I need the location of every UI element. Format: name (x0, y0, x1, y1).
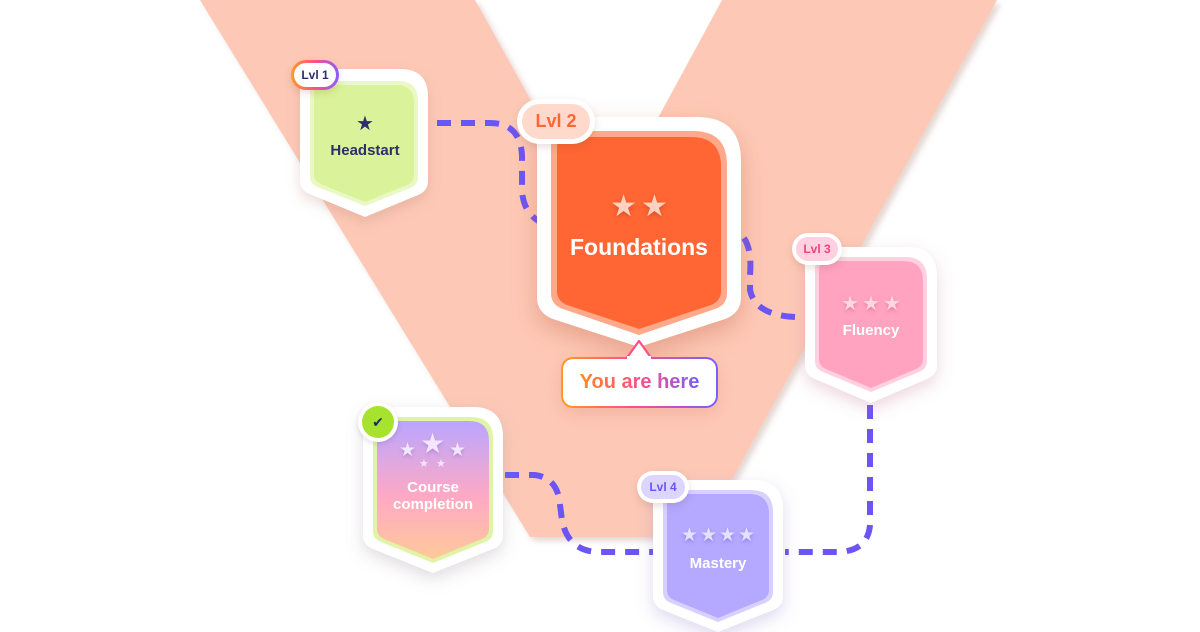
level-pill-label: Lvl 1 (301, 68, 329, 82)
star-rating: ★ (356, 111, 374, 136)
checkmark-icon: ✔ (372, 413, 384, 430)
level-badge-mastery[interactable]: ★ ★ ★ ★ Mastery (653, 480, 783, 632)
shield-frame (653, 480, 783, 632)
star-icon: ★ (882, 293, 901, 315)
shield-frame (805, 247, 937, 403)
level-badge-fluency[interactable]: ★ ★ ★ Fluency (805, 247, 937, 403)
level-pill-label: Lvl 4 (649, 480, 677, 494)
course-completion-badge[interactable]: ★ ★ ★ ★ ★ Course completion (363, 407, 503, 573)
path-lvl2-to-lvl3 (741, 236, 796, 320)
star-rating: ★ ★ (610, 189, 668, 224)
caret-mask (627, 356, 651, 361)
shield-frame (300, 69, 428, 217)
star-icon: ★ (719, 525, 737, 546)
path-lvl3-to-lvl4 (785, 405, 873, 555)
star-icon: ★ (862, 293, 880, 315)
shield-frame (363, 407, 503, 573)
star-icon: ★ (419, 458, 429, 470)
completion-title-line2: completion (392, 496, 473, 514)
shield-frame (537, 117, 741, 347)
star-icon: ★ (436, 458, 446, 470)
path-completion-to-lvl4 (505, 472, 655, 555)
level-pill-lvl4: Lvl 4 (637, 471, 689, 503)
star-icon: ★ (610, 190, 637, 223)
level-pill-label: Lvl 3 (803, 242, 831, 256)
star-rating: ★ ★ ★ ★ (681, 524, 755, 547)
level-title: Mastery (689, 555, 747, 572)
star-rating: ★ ★ ★ (841, 291, 901, 316)
path-lvl1-to-lvl2 (437, 120, 542, 225)
star-icon: ★ (699, 525, 717, 546)
completed-check-badge: ✔ (358, 402, 398, 442)
you-are-here-label: You are here (579, 371, 700, 393)
star-icon: ★ (449, 440, 467, 461)
level-pill-lvl1: Lvl 1 (291, 60, 339, 90)
level-title: Headstart (330, 142, 400, 159)
level-pill-lvl3: Lvl 3 (792, 233, 842, 265)
star-icon: ★ (738, 525, 756, 546)
level-pill-lvl2: Lvl 2 (517, 99, 595, 144)
star-icon: ★ (680, 525, 698, 546)
star-icon: ★ (841, 293, 860, 315)
star-icon: ★ (420, 428, 446, 459)
level-badge-foundations[interactable]: ★ ★ Foundations (537, 117, 741, 347)
star-cluster: ★ ★ ★ ★ ★ (393, 428, 473, 473)
star-icon: ★ (356, 113, 374, 135)
you-are-here-callout: You are here (561, 357, 718, 408)
level-pill-label: Lvl 2 (535, 111, 577, 131)
level-badge-headstart[interactable]: ★ Headstart (300, 69, 430, 219)
star-icon: ★ (399, 440, 417, 461)
star-icon: ★ (641, 190, 668, 223)
level-title: Foundations (570, 234, 708, 260)
completion-title-line1: Course (407, 479, 459, 496)
level-title: Fluency (842, 322, 900, 339)
